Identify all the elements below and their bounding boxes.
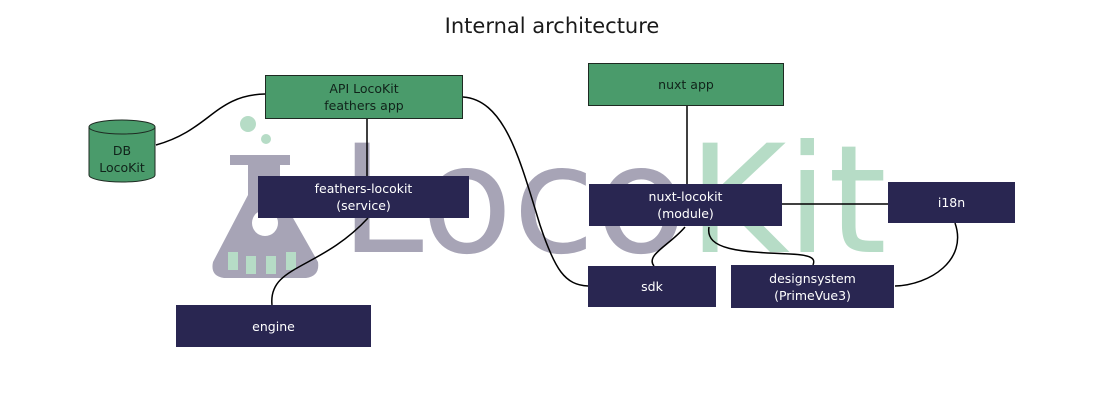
- node-nuxt-locokit[interactable]: nuxt-locokit (module): [589, 184, 782, 226]
- node-nuxt-app-line1: nuxt app: [658, 77, 714, 92]
- node-i18n[interactable]: i18n: [888, 182, 1015, 223]
- node-feathers-locokit-line2: (service): [336, 198, 391, 213]
- db-cylinder-icon: [88, 119, 156, 183]
- node-api-line1: API LocoKit: [329, 81, 399, 96]
- connector-feathers-engine: [271, 217, 369, 306]
- connector-db-api: [155, 93, 266, 146]
- node-sdk-line1: sdk: [641, 279, 663, 294]
- node-nuxt-locokit-line1: nuxt-locokit: [648, 189, 723, 204]
- node-nuxt-app[interactable]: nuxt app: [588, 63, 784, 106]
- node-designsystem-line1: designsystem: [769, 270, 856, 286]
- node-api-line2: feathers app: [324, 98, 404, 113]
- connector-api-sdk: [462, 96, 589, 287]
- node-db-line1: DB: [112, 143, 132, 158]
- node-db[interactable]: DB LocoKit: [89, 140, 155, 178]
- node-designsystem[interactable]: designsystem (PrimeVue3): [731, 265, 894, 308]
- node-feathers-locokit-line1: feathers-locokit: [314, 181, 413, 196]
- node-engine-line1: engine: [252, 318, 295, 334]
- diagram-title: Internal architecture: [444, 14, 660, 38]
- node-engine[interactable]: engine: [176, 305, 371, 347]
- connector-nuxtlocokit-designsystem: [708, 226, 815, 266]
- node-feathers-locokit[interactable]: feathers-locokit (service): [258, 176, 469, 218]
- node-nuxt-locokit-line2: (module): [657, 206, 714, 221]
- node-api[interactable]: API LocoKit feathers app: [265, 75, 463, 119]
- connector-i18n-designsystem: [894, 222, 959, 287]
- node-db-line2: LocoKit: [99, 160, 145, 175]
- node-i18n-line1: i18n: [937, 195, 966, 210]
- node-sdk[interactable]: sdk: [588, 266, 716, 307]
- node-designsystem-line2: (PrimeVue3): [774, 287, 851, 303]
- connector-nuxtlocokit-sdk: [651, 226, 686, 267]
